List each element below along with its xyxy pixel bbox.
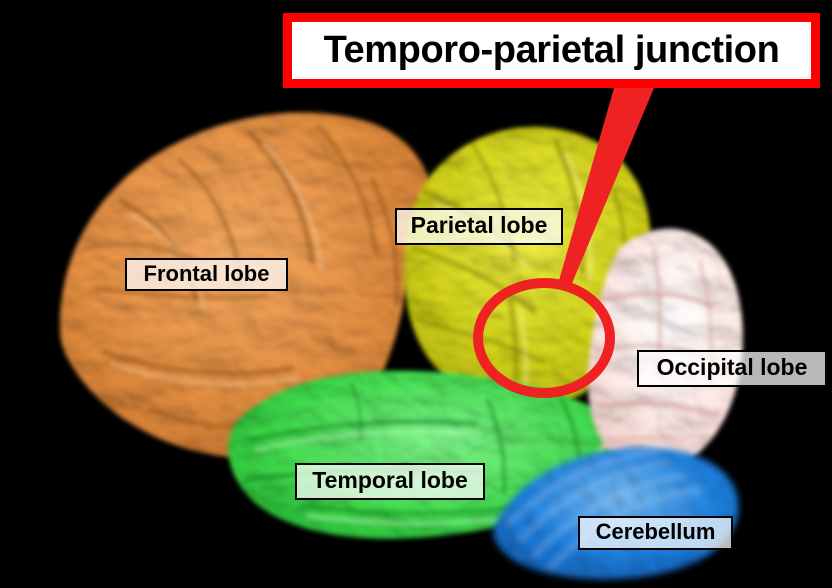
label-temporal-lobe: Temporal lobe bbox=[295, 463, 485, 500]
label-frontal-lobe-text: Frontal lobe bbox=[143, 260, 270, 286]
label-frontal-lobe: Frontal lobe bbox=[125, 258, 288, 291]
callout-title: Temporo-parietal junction bbox=[323, 28, 780, 71]
label-cerebellum: Cerebellum bbox=[578, 516, 733, 550]
callout-inner: Temporo-parietal junction bbox=[292, 22, 811, 79]
brain-region-cerebellum bbox=[493, 447, 739, 580]
label-occipital-lobe: Occipital lobe bbox=[637, 350, 827, 387]
label-cerebellum-text: Cerebellum bbox=[595, 519, 716, 544]
label-temporal-lobe-text: Temporal lobe bbox=[312, 467, 468, 493]
label-occipital-lobe-text: Occipital lobe bbox=[656, 354, 808, 380]
brain-region-brainstem bbox=[596, 435, 700, 452]
callout-box: Temporo-parietal junction bbox=[283, 13, 820, 88]
label-parietal-lobe: Parietal lobe bbox=[395, 208, 563, 245]
label-parietal-lobe-text: Parietal lobe bbox=[410, 212, 548, 238]
